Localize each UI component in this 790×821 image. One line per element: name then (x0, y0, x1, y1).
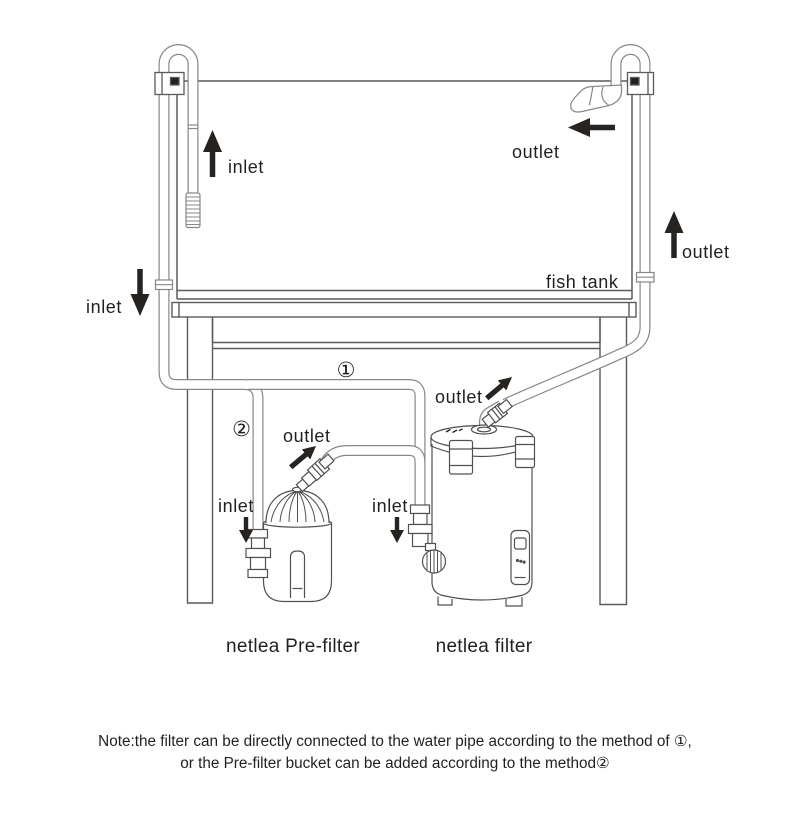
prefilter-dome-ribs (270, 490, 325, 523)
outlet-outside-label: outlet (682, 242, 730, 262)
method1-marker: ① (337, 358, 356, 382)
inlet-rim-clamp (154, 71, 185, 96)
filter-inlet-arrow (390, 517, 404, 543)
diagram-labels: inlet inlet outlet outlet fish tank outl… (86, 142, 730, 657)
outlet-up-arrow (664, 211, 684, 258)
pipes (154, 44, 655, 536)
filter-clamps (448, 435, 536, 475)
filter-caption: netlea filter (436, 636, 533, 657)
filter-unit (407, 398, 536, 607)
inlet-outside-label: inlet (86, 297, 122, 317)
prefilter-bucket (262, 523, 333, 603)
table-top (171, 301, 637, 318)
inlet-inside-label: inlet (228, 157, 264, 177)
fish-tank-label: fish tank (546, 272, 619, 292)
table-stand (171, 301, 637, 606)
prefilter-inlet-valve (245, 528, 272, 579)
outlet-inside-label: outlet (512, 142, 560, 162)
filter-inlet-valve (407, 504, 447, 574)
note-line-2: or the Pre-filter bucket can be added ac… (180, 754, 610, 772)
prefilter-outlet-fitting (295, 453, 335, 493)
filter-outlet-elbow (470, 398, 513, 435)
inlet-down-arrow (130, 269, 150, 316)
table-right-leg (599, 317, 628, 606)
filter-side-panel (510, 529, 531, 586)
rim-clamps (154, 71, 655, 96)
outlet-left-arrow (568, 118, 615, 137)
prefilter-outlet-hose (321, 445, 426, 507)
outlet-spout (570, 84, 623, 113)
prefilter-outlet-label: outlet (283, 426, 331, 446)
inlet-up-arrow (203, 130, 222, 177)
fish-tank (176, 80, 633, 300)
outlet-pipe (502, 44, 651, 410)
intake-pipe (158, 44, 264, 536)
table-left-leg (186, 317, 214, 604)
prefilter-unit (245, 453, 335, 603)
filter-outlet-label: outlet (435, 387, 483, 407)
note-line-1: Note:the filter can be directly connecte… (98, 733, 692, 750)
prefilter-caption: netlea Pre-filter (226, 636, 360, 657)
method1-hose (248, 379, 426, 507)
method2-marker: ② (232, 417, 251, 441)
note-text: Note:the filter can be directly connecte… (0, 731, 790, 774)
filter-body (431, 444, 533, 601)
outlet-rim-clamp (626, 71, 655, 96)
filter-inlet-label: inlet (372, 496, 408, 516)
prefilter-inlet-arrow (239, 517, 253, 543)
filter-logo-marks (445, 428, 463, 434)
pipe-connectors (154, 124, 655, 291)
intake-strainer (185, 192, 201, 229)
prefilter-inlet-label: inlet (218, 496, 254, 516)
filter-outlet-fitting (481, 398, 513, 428)
prefilter-handle (289, 550, 306, 598)
